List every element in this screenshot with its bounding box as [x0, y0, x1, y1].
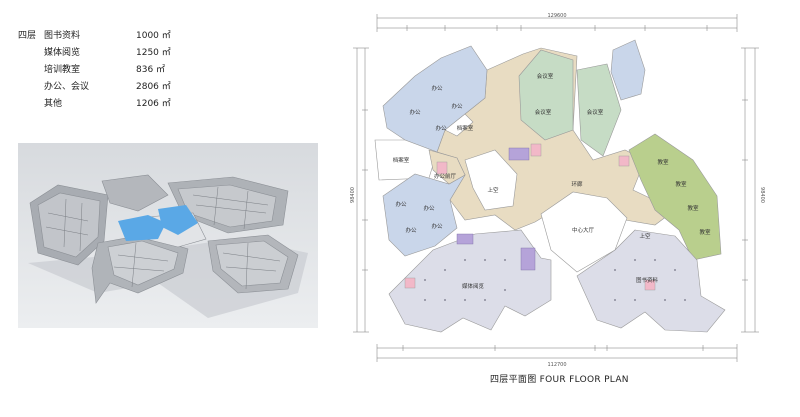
- room-label: 媒体阅览: [462, 282, 485, 290]
- floor-label: 四层: [18, 31, 37, 41]
- room-label: 教室: [699, 228, 711, 236]
- meeting-block-right: [576, 63, 622, 157]
- room-label: 办公: [423, 204, 435, 212]
- dim-right: 98400: [759, 187, 765, 203]
- plan-caption: 四层平面图 FOUR FLOOR PLAN: [490, 375, 629, 385]
- area-table: 四层 图书资料 1000 ㎡ 媒体阅览 1250 ㎡ 培训教室 836 ㎡ 办公…: [18, 28, 196, 113]
- washroom: [436, 161, 448, 175]
- model-walls: [45, 186, 281, 290]
- floor-plan-svg: 129600 98400 98400: [350, 13, 765, 368]
- washroom: [530, 143, 542, 157]
- stair-core: [456, 233, 474, 245]
- dimension-bottom: [376, 344, 738, 362]
- room-label: 图书资料: [636, 276, 659, 284]
- area-name: 其他: [44, 99, 63, 109]
- area-value: 1250 ㎡: [136, 48, 171, 58]
- area-name: 图书资料: [44, 31, 81, 41]
- area-name: 媒体阅览: [44, 48, 81, 58]
- area-name: 办公、会议: [44, 82, 90, 92]
- dimension-left: [353, 47, 369, 333]
- area-row: 四层 图书资料 1000 ㎡: [18, 28, 196, 45]
- model-atrium: [118, 205, 198, 241]
- washroom: [618, 155, 630, 167]
- washroom: [644, 279, 656, 291]
- area-row: 其他 1206 ㎡: [18, 96, 196, 113]
- central-atrium: [540, 191, 628, 273]
- meeting-block: [518, 49, 574, 141]
- room-label: 教室: [657, 158, 669, 166]
- office-block-upper: [382, 45, 488, 153]
- dimension-top: [376, 14, 738, 32]
- room-label: 办公: [409, 108, 421, 116]
- room-label: 会议室: [537, 72, 554, 80]
- room-label: 办公前厅: [434, 172, 457, 180]
- room-label: 办公: [451, 102, 463, 110]
- washroom: [404, 277, 416, 289]
- model-building: [29, 174, 299, 304]
- room-label: 办公: [395, 200, 407, 208]
- room-label: 办公: [431, 84, 443, 92]
- column-grid: [424, 259, 686, 301]
- archive-room: [444, 113, 474, 137]
- dimension-right: [741, 47, 759, 333]
- area-name: 培训教室: [44, 65, 81, 75]
- floor-plan: 129600 98400 98400: [345, 10, 775, 370]
- classroom-block: [628, 133, 722, 261]
- media-reading-hall: [388, 229, 552, 333]
- area-row: 办公、会议 2806 ㎡: [18, 79, 196, 96]
- room-label: 档案室: [393, 156, 410, 164]
- room-label: 中心大厅: [572, 226, 595, 234]
- dim-left: 98400: [350, 187, 356, 203]
- small-room-top-right: [610, 39, 646, 101]
- room-label: 环廊: [571, 180, 583, 188]
- area-row: 培训教室 836 ㎡: [18, 62, 196, 79]
- void-left: [464, 149, 518, 211]
- stair-core: [520, 247, 536, 271]
- room-label: 上空: [487, 186, 499, 194]
- room-label: 会议室: [587, 108, 604, 116]
- room-label: 上空: [639, 232, 651, 240]
- area-row: 媒体阅览 1250 ㎡: [18, 45, 196, 62]
- room-label: 办公: [405, 226, 417, 234]
- stair-core: [508, 147, 530, 161]
- dim-total-top: 129600: [547, 13, 566, 19]
- office-block-lower: [382, 173, 466, 257]
- room-label: 档案室: [457, 124, 474, 132]
- area-value: 836 ㎡: [136, 65, 166, 75]
- room-label: 办公: [435, 124, 447, 132]
- room-label: 会议室: [535, 108, 552, 116]
- room-label: 教室: [675, 180, 687, 188]
- area-value: 1206 ㎡: [136, 99, 171, 109]
- room-label: 教室: [687, 204, 699, 212]
- model-render-svg: [18, 143, 318, 328]
- model-render: [18, 143, 318, 328]
- area-value: 1000 ㎡: [136, 31, 171, 41]
- area-value: 2806 ㎡: [136, 82, 171, 92]
- room-label: 办公: [431, 222, 443, 230]
- dim-total-bottom: 112700: [547, 362, 566, 368]
